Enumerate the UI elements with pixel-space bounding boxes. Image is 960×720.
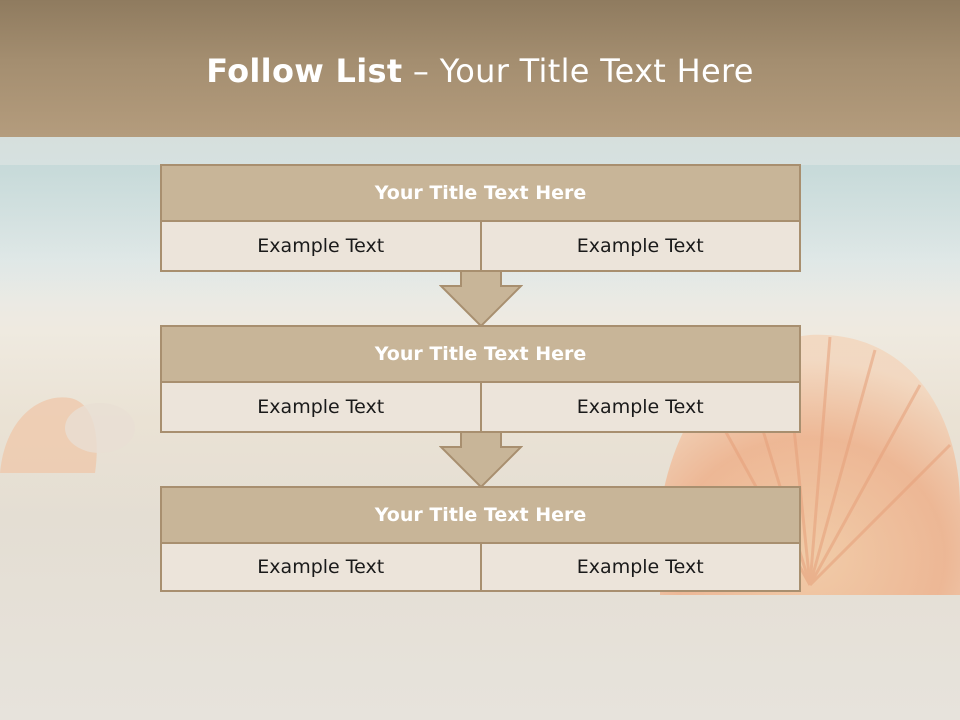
down-arrow-icon-1	[439, 270, 523, 328]
step-3-right-cell: Example Text	[479, 544, 799, 590]
step-1-left-cell: Example Text	[162, 222, 480, 270]
step-title-1: Your Title Text Here	[162, 166, 799, 222]
step-2-right-cell: Example Text	[479, 383, 799, 431]
step-row-3: Example Text Example Text	[162, 544, 799, 590]
step-title-2: Your Title Text Here	[162, 327, 799, 383]
step-row-1: Example Text Example Text	[162, 222, 799, 270]
step-box-1: Your Title Text Here Example Text Exampl…	[160, 164, 801, 272]
step-2-left-cell: Example Text	[162, 383, 480, 431]
header-bar: Follow List – Your Title Text Here	[0, 0, 960, 137]
step-1-right-cell: Example Text	[479, 222, 799, 270]
title-rest: – Your Title Text Here	[402, 52, 754, 90]
step-3-left-cell: Example Text	[162, 544, 480, 590]
step-box-3: Your Title Text Here Example Text Exampl…	[160, 486, 801, 592]
small-seashell-image	[0, 397, 135, 473]
down-arrow-icon-2	[439, 431, 523, 489]
step-row-2: Example Text Example Text	[162, 383, 799, 431]
step-title-3: Your Title Text Here	[162, 488, 799, 544]
title-strong: Follow List	[206, 52, 403, 90]
step-box-2: Your Title Text Here Example Text Exampl…	[160, 325, 801, 433]
page-title: Follow List – Your Title Text Here	[0, 52, 960, 90]
